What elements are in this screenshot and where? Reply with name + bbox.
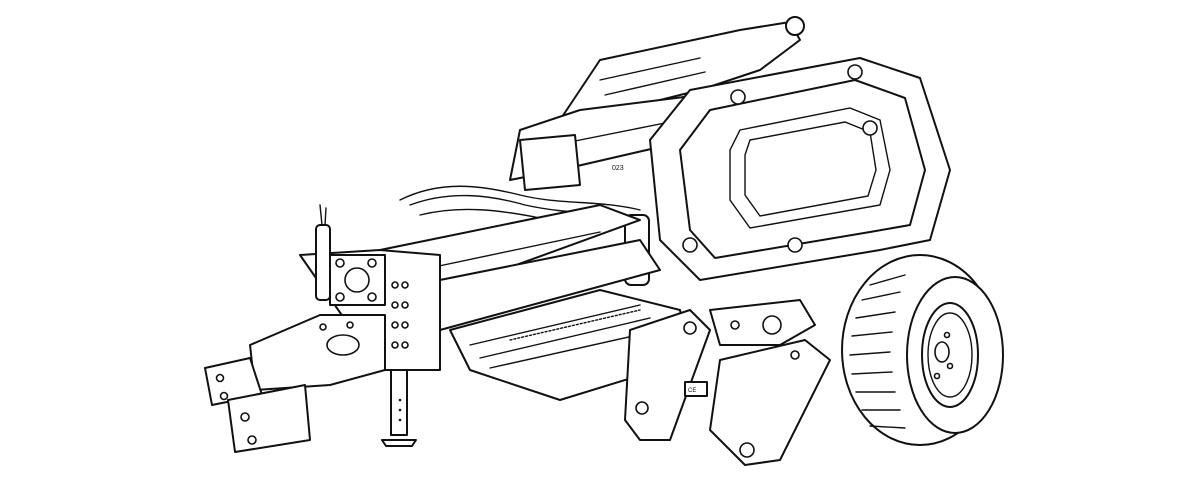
bale-chamber-panel [649,57,951,281]
decal-ce: CE [688,388,696,394]
drawbar-frame [204,204,661,453]
wheel [841,254,1004,446]
rotor-arms: CE [624,299,831,466]
decal-023: 023 [612,165,624,172]
